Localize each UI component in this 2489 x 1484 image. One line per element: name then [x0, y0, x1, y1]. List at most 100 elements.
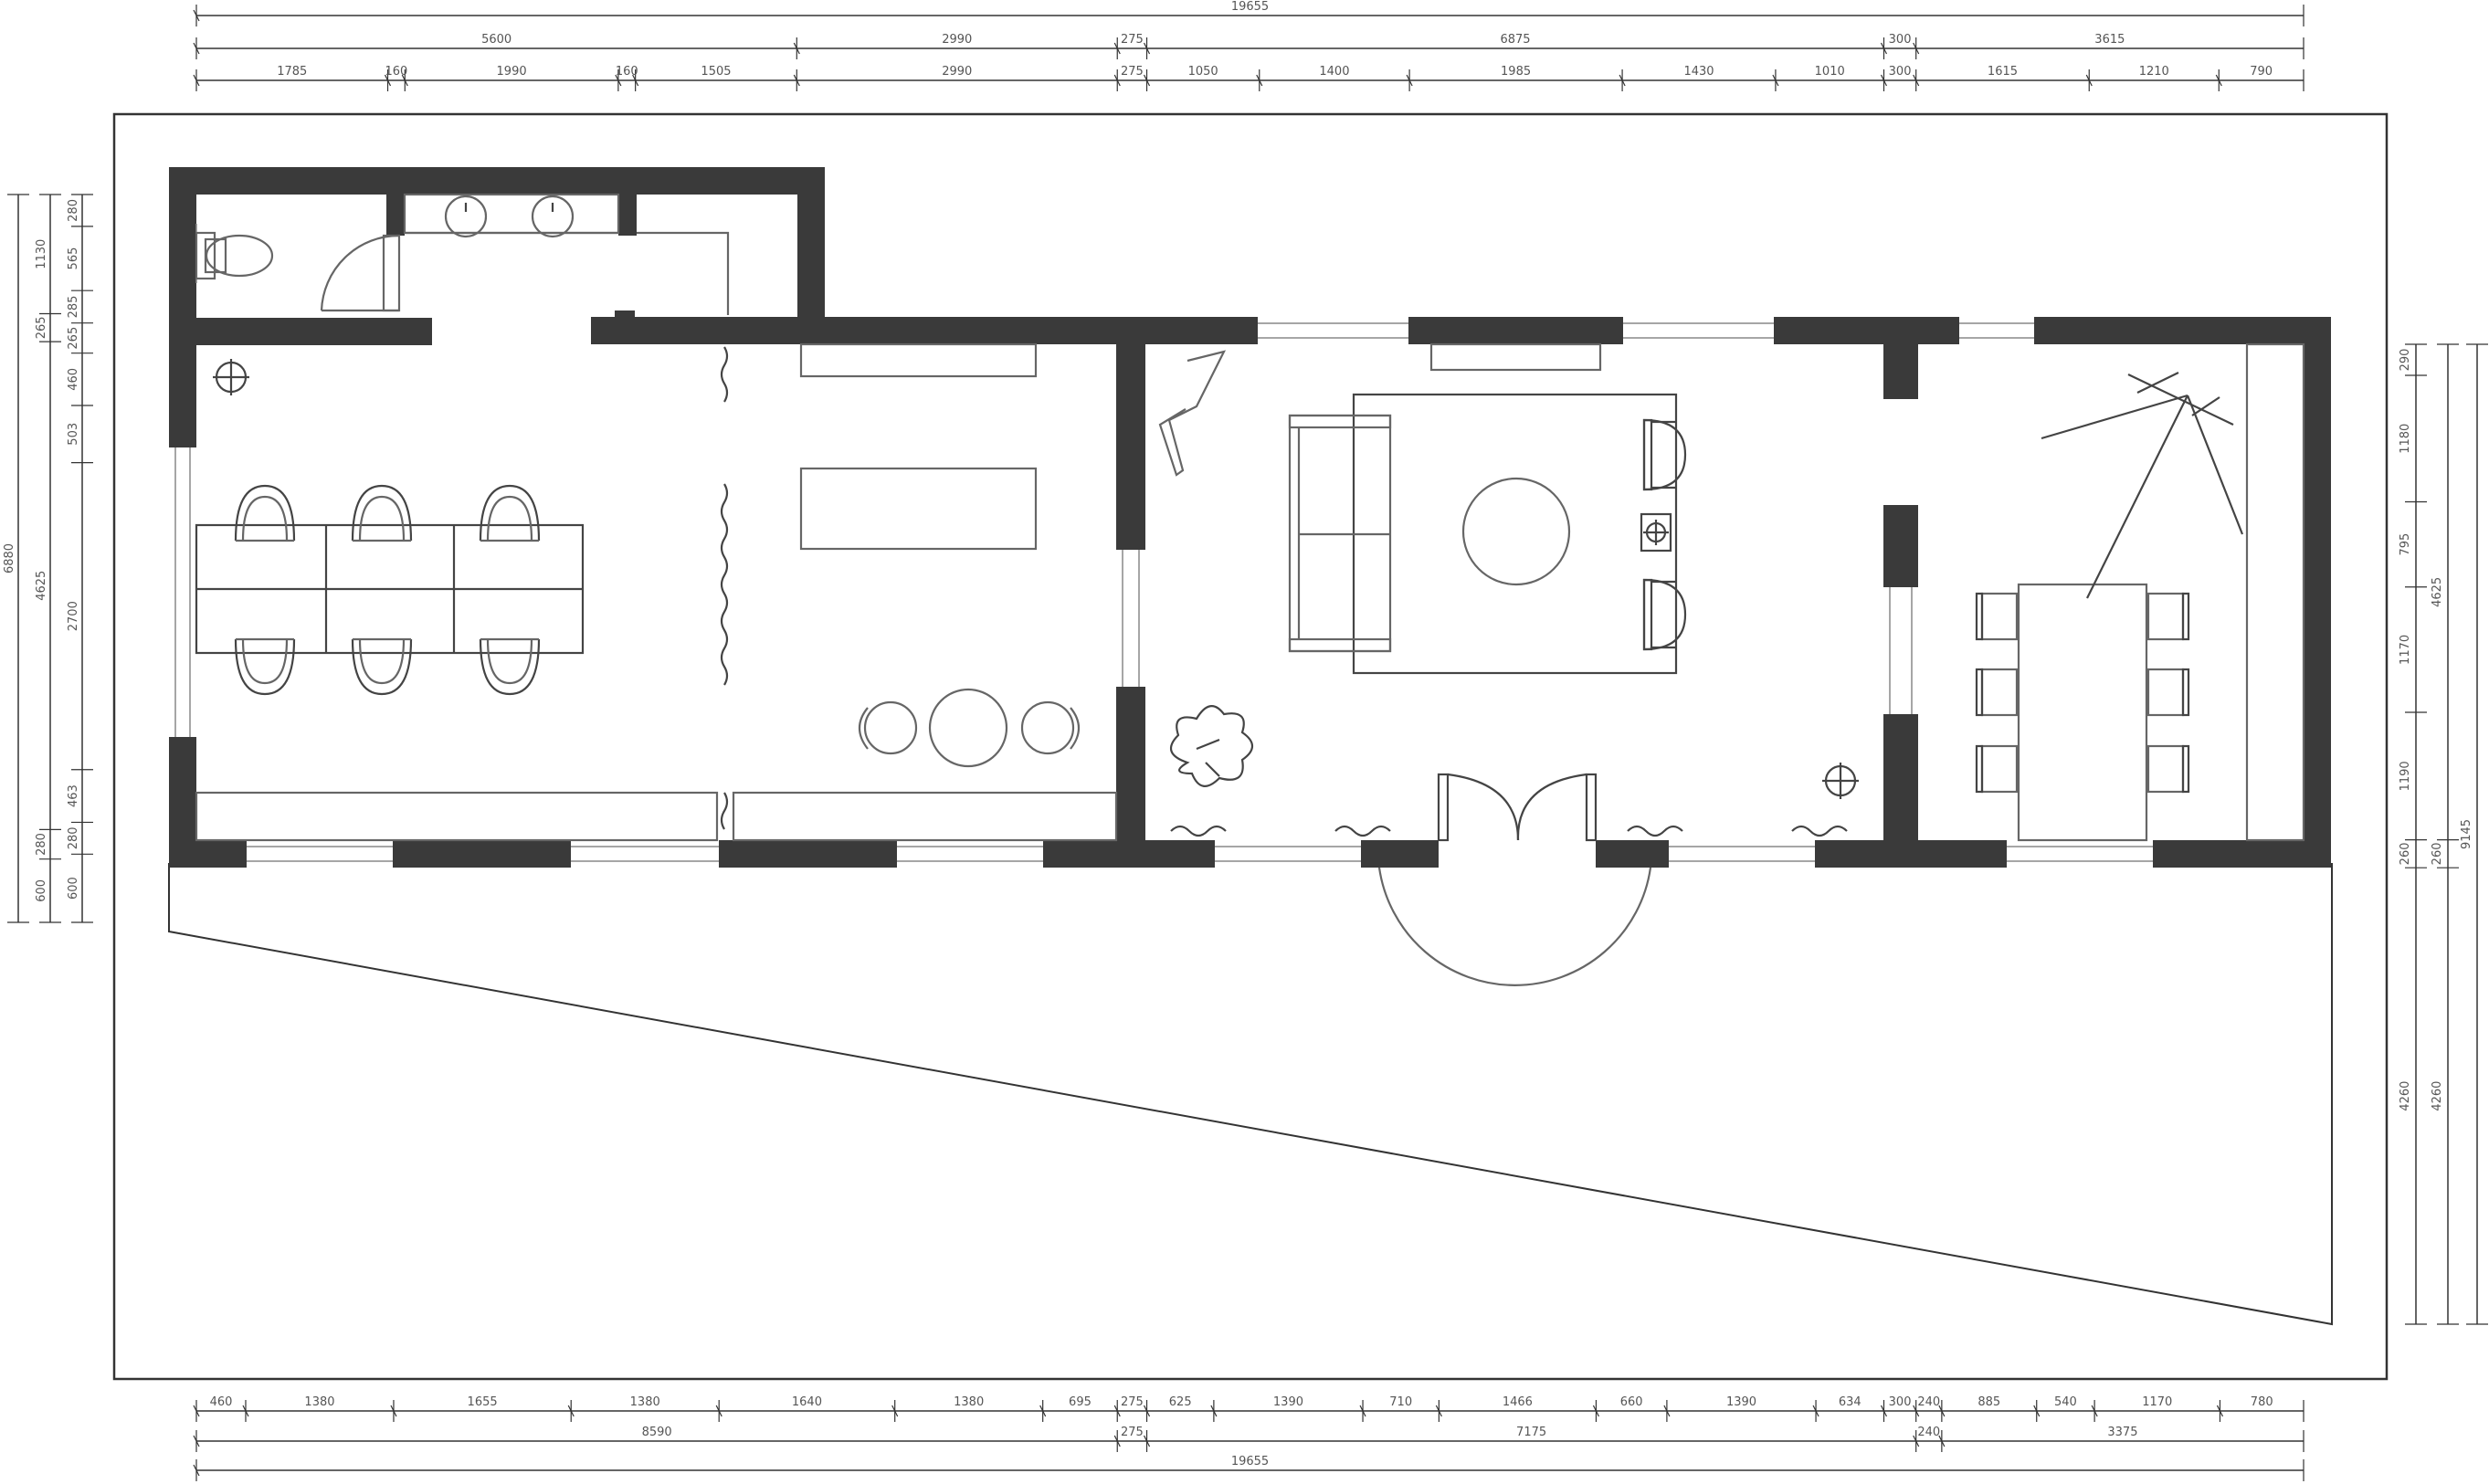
dimension-label: 1655: [468, 1395, 498, 1409]
dimension-label: 19655: [1231, 1455, 1269, 1468]
curtain-living: [1170, 825, 1848, 837]
dimension-label: 885: [1977, 1395, 2000, 1409]
wall-left-upper: [169, 317, 196, 447]
dimension-slash: [1913, 42, 1920, 55]
chair-icon: [234, 484, 296, 542]
chair-icon: [479, 637, 541, 696]
dimension-label: 1210: [2139, 65, 2169, 79]
dimension-slash: [1938, 1435, 1946, 1447]
dining-chair-icon: [1975, 744, 2019, 794]
dimension-label: 1640: [792, 1395, 822, 1409]
dimension-slash: [1143, 74, 1151, 87]
dimension-label: 280: [35, 833, 48, 856]
wall-top-left: [591, 317, 1258, 344]
dimension-label: 634: [1839, 1395, 1861, 1409]
dimension-label: 9145: [2460, 819, 2473, 849]
dimension-slash: [1619, 74, 1626, 87]
dimension-slash: [1113, 1435, 1121, 1447]
wall-partition-2-low: [1883, 714, 1918, 840]
dimension-label: 1380: [630, 1395, 660, 1409]
dimension-label: 1505: [701, 65, 731, 79]
wall-partition-1-upper: [1116, 344, 1145, 550]
dimension-label: 565: [67, 247, 80, 270]
wall-wc-bottom-left: [169, 318, 432, 345]
dimension-label: 795: [2399, 533, 2412, 556]
dimension-label: 710: [1389, 1395, 1412, 1409]
armchair-bottom: [1642, 578, 1687, 651]
wall-bottom-7: [1815, 840, 2007, 868]
dimension-slash: [1592, 1405, 1599, 1417]
office-chairs: [234, 484, 541, 696]
dimension-slash: [1880, 74, 1888, 87]
dimension-label: 1390: [1726, 1395, 1756, 1409]
dimension-label: 1985: [1501, 65, 1531, 79]
dining-chair-icon: [1975, 668, 2019, 717]
dimension-label: 160: [385, 65, 407, 79]
wall-bottom-1: [169, 840, 247, 868]
dimension-label: 1430: [1683, 65, 1714, 79]
dimension-label: 1615: [1988, 65, 2018, 79]
side-cabinet: [2245, 342, 2305, 842]
meeting-table: [195, 523, 585, 655]
chair-icon: [351, 637, 413, 696]
dimension-label: 4625: [35, 571, 48, 601]
dimension-slash: [1143, 1405, 1151, 1417]
dimension-slash: [242, 1405, 249, 1417]
wall-wc-partition-2: [618, 195, 637, 236]
dimension-label: 275: [1121, 1426, 1144, 1439]
wall-partition-1-lower: [1116, 687, 1145, 840]
dining-chair-icon: [1975, 592, 2019, 641]
dimension-label: 240: [1917, 1395, 1940, 1409]
dimension-slash: [1938, 1405, 1946, 1417]
dimension-label: 275: [1121, 65, 1144, 79]
dimension-slash: [615, 74, 622, 87]
dimension-slash: [390, 1405, 397, 1417]
dimension-slash: [891, 1405, 899, 1417]
dimension-label: 503: [67, 423, 80, 446]
wall-wc-right: [797, 167, 825, 318]
shower-partition: [637, 231, 730, 315]
dimension-label: 600: [35, 879, 48, 902]
wall-stub: [615, 310, 635, 320]
dimension-label: 300: [1889, 1395, 1912, 1409]
dimension-slash: [193, 74, 200, 87]
dimension-slash: [193, 1405, 200, 1417]
dimension-slash: [715, 1405, 722, 1417]
dimension-slash: [1113, 42, 1121, 55]
dimension-slash: [1359, 1405, 1366, 1417]
dimension-label: 1380: [954, 1395, 984, 1409]
dimension-slash: [193, 9, 200, 22]
dimension-label: 1130: [35, 239, 48, 269]
column-marker-icon-2: [1822, 763, 1859, 799]
dimension-label: 3375: [2107, 1426, 2137, 1439]
wall-bottom-6: [1596, 840, 1669, 868]
chair-icon: [351, 484, 413, 542]
dimension-label: 300: [1889, 33, 1912, 47]
dimension-label: 625: [1169, 1395, 1192, 1409]
dimension-label: 240: [1917, 1426, 1940, 1439]
wall-top-mid-1: [1148, 317, 1258, 344]
armchair-top: [1642, 418, 1687, 491]
chair-icon: [479, 484, 541, 542]
dimension-slash: [1113, 1405, 1121, 1417]
round-table: [858, 688, 1081, 768]
dimension-label: 275: [1121, 1395, 1144, 1409]
dimension-label: 2700: [67, 601, 80, 631]
dimension-label: 19655: [1231, 0, 1269, 14]
toilet-icon: [195, 231, 274, 280]
wall-bottom-5: [1361, 840, 1439, 868]
rug: [1352, 393, 1678, 675]
dining-chair-icon: [2146, 668, 2190, 717]
plant-icon: [1169, 705, 1254, 787]
dimension-label: 280: [67, 199, 80, 222]
dimension-label: 1050: [1188, 65, 1218, 79]
dimension-label: 265: [67, 327, 80, 350]
tv-console: [1429, 342, 1602, 372]
dimension-slash: [1210, 1405, 1218, 1417]
wall-top-mid-3: [1774, 317, 1959, 344]
office-room: [195, 342, 1118, 842]
dimension-label: 290: [2399, 349, 2412, 372]
living-room: [1158, 342, 1859, 986]
dining-table: [2017, 583, 2148, 842]
